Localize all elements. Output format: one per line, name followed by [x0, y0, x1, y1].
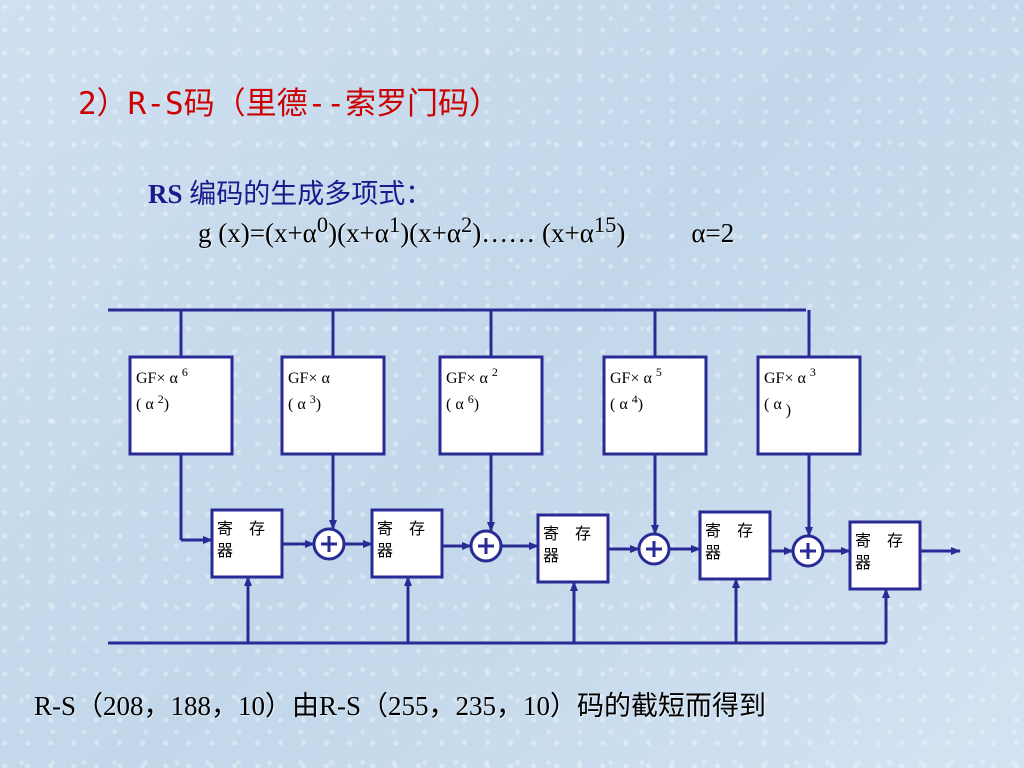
register-label: 器: [543, 546, 559, 565]
register-label: 寄 存: [705, 521, 753, 540]
gf-sub-main: ( α: [610, 396, 632, 413]
formula-sup: 15: [593, 212, 617, 237]
footer-note: R-S（208，188，10）由R-S（255，235，10）码的截短而得到: [34, 691, 767, 721]
wires: [108, 308, 961, 645]
gf-sub-end: ): [164, 396, 169, 413]
formula-part: )(x+α: [328, 218, 389, 248]
gf-label-main: GF× α: [136, 370, 178, 387]
gf-sub-exp: 6: [468, 392, 474, 406]
gf-sub-label: ( α 6): [446, 392, 479, 413]
gf-sub-exp: 2: [158, 392, 164, 406]
register-label: 器: [855, 553, 871, 572]
register-label: 寄 存: [377, 519, 425, 538]
slide-title: 2）R-S码（里德--索罗门码）: [78, 86, 500, 122]
subtitle: RS 编码的生成多项式：: [148, 172, 432, 211]
gf-sub-main: ( α: [764, 396, 786, 413]
gf-label: GF× α 3: [764, 365, 816, 387]
gf-sub-end: ): [316, 396, 321, 413]
gf-sub-label: ( α 2): [136, 392, 169, 413]
generator-polynomial: g (x)=(x+α0)(x+α1)(x+α2)…… (x+α15)α=2: [198, 212, 734, 249]
gf-multiplier-box: [756, 355, 862, 456]
gf-sub-label: ( α 3): [288, 392, 321, 413]
gf-label-exp: 6: [182, 365, 188, 379]
gf-sub-exp: 4: [632, 392, 638, 406]
formula-part: )…… (x+α: [472, 218, 594, 248]
gf-label-main: GF× α: [288, 370, 330, 387]
register-box: [848, 520, 922, 591]
gf-sub-main: ( α: [136, 396, 158, 413]
gf-sub-main: ( α: [288, 396, 310, 413]
register-box: [536, 513, 610, 584]
gf-label: GF× α 2: [446, 365, 498, 387]
gf-label-exp: 2: [492, 365, 498, 379]
gf-sub-label: ( α ): [764, 396, 791, 419]
formula-part: )(x+α: [400, 218, 462, 248]
gf-label: GF× α 5: [610, 365, 662, 387]
gf-multiplier-box: [128, 355, 234, 456]
gf-sub-label: ( α 4): [610, 392, 643, 413]
register-label: 器: [217, 541, 233, 560]
register-box: [210, 508, 284, 579]
register-label: 寄 存: [543, 524, 591, 543]
alpha-value: α=2: [691, 218, 735, 248]
register-box: [370, 508, 444, 579]
register-label: 器: [705, 543, 721, 562]
gf-multiplier-box: [280, 355, 386, 456]
formula-sup: 1: [388, 212, 401, 237]
gf-label: GF× α: [288, 370, 330, 387]
gf-sub-exp: 3: [310, 392, 316, 406]
formula-part: ): [616, 218, 626, 248]
subtitle-rs: RS: [148, 179, 183, 209]
formula-part: g (x)=(x+α: [198, 218, 317, 248]
register-box: [698, 510, 772, 581]
register-label: 寄 存: [855, 531, 903, 550]
gf-label-main: GF× α: [446, 370, 488, 387]
gf-sub-main: ( α: [446, 396, 468, 413]
subtitle-rest: 编码的生成多项式：: [182, 179, 433, 209]
gf-multiplier-box: [602, 355, 708, 456]
gf-label-exp: 5: [656, 365, 662, 379]
formula-sup: 0: [316, 212, 329, 237]
register-label: 器: [377, 541, 393, 560]
gf-multiplier-box: [438, 355, 544, 456]
gf-sub-end: ): [474, 396, 479, 413]
register-label: 寄 存: [217, 519, 265, 538]
gf-label-exp: 3: [810, 365, 816, 379]
formula-sup: 2: [461, 212, 473, 237]
gf-sub-end: ): [638, 396, 643, 413]
gf-label-main: GF× α: [764, 370, 806, 387]
gf-label-main: GF× α: [610, 370, 652, 387]
gf-sub-end: ): [786, 402, 791, 419]
gf-label: GF× α 6: [136, 365, 188, 387]
